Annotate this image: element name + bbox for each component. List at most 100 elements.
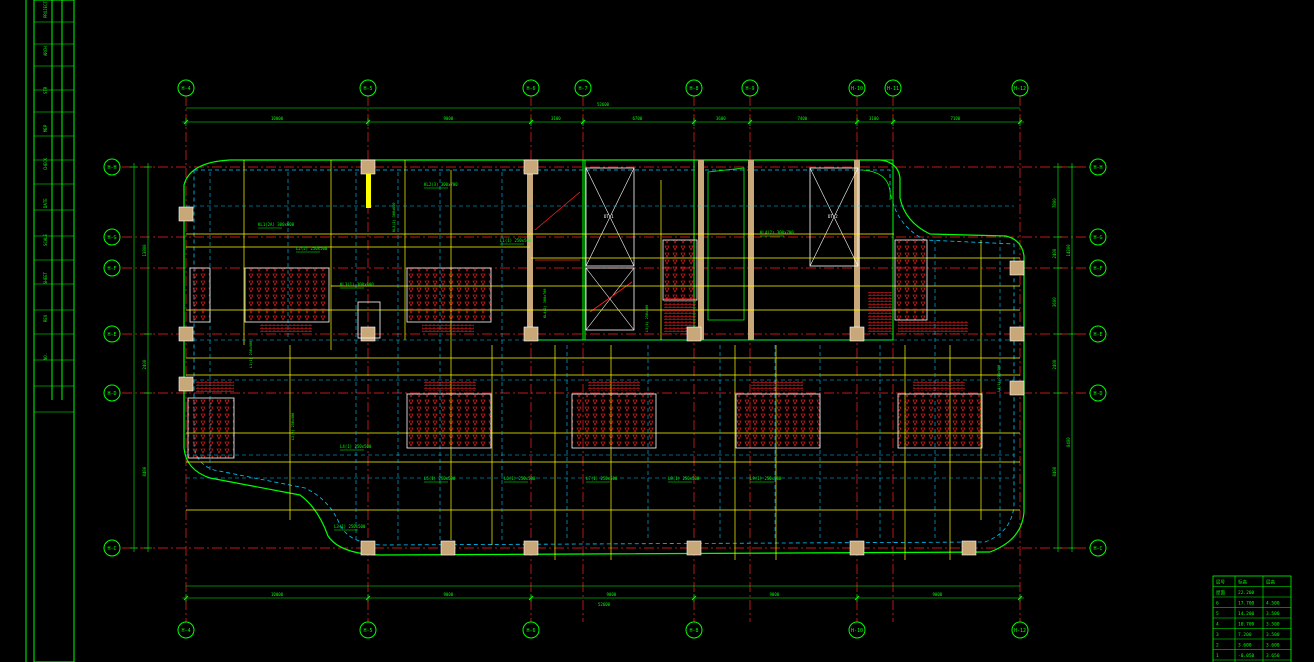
dimension-text: 2400 [142,359,147,369]
dimension-text: 8400 [142,466,147,476]
hatched-slab [187,397,235,459]
grid-bubble-label: H-C [107,546,116,552]
grid-bubble-label: H-5 [363,628,372,634]
hatched-strip [422,324,474,332]
hatched-strip [196,380,234,392]
dimension-text: 3600 [716,116,726,121]
beam-label-vertical: L1(1) 250x500 [249,341,253,368]
grid-bubble: H-E [1089,325,1107,343]
schedule-cell: -0.050 [1238,653,1255,659]
dimension-text: 9000 [933,592,943,597]
grid-bubble-label: H-12 [1014,628,1026,634]
grid-bubble-label: H-F [1093,266,1102,272]
hatched-slab [735,393,821,449]
grid-bubble-label: H-5 [363,86,372,92]
hatched-strip [260,324,312,332]
grid-bubble-label: H-4 [181,86,190,92]
elevator-label: DT-1 [604,214,614,219]
grid-bubble-label: H-G [107,235,116,241]
dimension-text: 8400 [1066,437,1071,447]
grid-bubble-label: H-8 [689,86,698,92]
beam-label: L4(1) 250x500 [340,444,372,449]
grid-bubble: H-12 [1011,79,1029,97]
beam-label-vertical: L3(1) 250x500 [645,305,649,332]
column [360,159,376,175]
dimension-text: 7100 [951,116,961,121]
hatched-slab [897,393,983,449]
grid-bubble: H-4 [177,79,195,97]
beam-label: KL3(1) 300x600 [340,282,374,287]
column [849,540,865,556]
grid-bubble: H-10 [848,79,866,97]
grid-bubble: H-C [103,539,121,557]
schedule-cell: 17.700 [1238,601,1255,607]
hatched-slabs [187,239,983,459]
schedule-cell: 4 [1216,622,1219,628]
column [440,540,456,556]
grid-bubble-label: H-11 [887,86,899,92]
schedule-cell: 6 [1216,601,1219,607]
grid-bubble-label: H-E [107,332,116,338]
title-block-text: STR [43,86,48,94]
grid-bubble-label: H-F [107,266,116,272]
grid-bubble: H-4 [177,621,195,639]
dimension-text: 3100 [551,116,561,121]
grid-bubble-label: H-9 [745,86,754,92]
column [1009,326,1025,342]
column [178,206,194,222]
grid-bubble: H-G [103,228,121,246]
dimension-text: 9000 [444,592,454,597]
grid-lines [122,96,1090,622]
column [523,540,539,556]
beam-lines [186,160,1020,560]
hatched-slab [189,267,211,323]
core-walls: DT-1 DT-2 [527,159,894,341]
hatched-slab [662,239,698,301]
schedule-cell: 3.500 [1266,611,1280,617]
beam-label-vertical: L2(2) 250x500 [291,413,295,440]
beam-label: L1(1) 250x500 [500,238,532,243]
dimension-text: 2400 [1052,248,1057,258]
grid-bubble: H-D [103,384,121,402]
dimension-text: 10000 [271,116,284,121]
dimension-text: 9000 [607,592,617,597]
grid-bubble: H-10 [848,621,866,639]
grid-bubble: H-F [103,259,121,277]
hatched-strip [898,320,968,334]
beam-label: KL4(2) 300x700 [760,230,794,235]
column [523,159,539,175]
beam-label: L7(1) 250x500 [586,476,618,481]
schedule-cell: 10.700 [1238,622,1255,628]
title-block-text: MEP [43,124,48,132]
hatched-strip [751,381,803,391]
beam-label: L9(1) 250x500 [750,476,782,481]
column [178,326,194,342]
elevator-label: DT-2 [828,214,838,219]
beam-label: KL1(2A) 300x600 [258,222,295,227]
grid-bubble: H-12 [1011,621,1029,639]
grid-bubble-label: H-H [1093,165,1102,171]
schedule-cell: 3.600 [1238,643,1252,649]
beam-label-vertical: L4(1) 250x500 [997,365,1001,392]
hatched-slab [571,393,657,449]
schedule-cell: 22.200 [1238,590,1255,596]
schedule-cell: 1 [1216,653,1219,659]
hatched-strip [868,292,892,334]
beam-label: KL2(3) 300x700 [424,182,458,187]
schedule-cell: 7.200 [1238,632,1252,638]
dimension-text: 8400 [1052,466,1057,476]
title-block-text: DATE [43,198,48,208]
grid-bubble-label: H-6 [526,86,535,92]
column [961,540,977,556]
hatched-slab [406,267,492,323]
grid-bubble-label: H-8 [689,628,698,634]
grid-bubble-label: H-E [1093,332,1102,338]
schedule-cell: 屋面 [1216,590,1225,596]
title-block-text: SCALE [43,233,48,246]
grid-bubble: H-D [1089,384,1107,402]
schedule-cell: 5 [1216,611,1219,617]
grid-bubble-label: H-10 [851,628,863,634]
beam-label: L3(1) 250x500 [334,524,366,529]
